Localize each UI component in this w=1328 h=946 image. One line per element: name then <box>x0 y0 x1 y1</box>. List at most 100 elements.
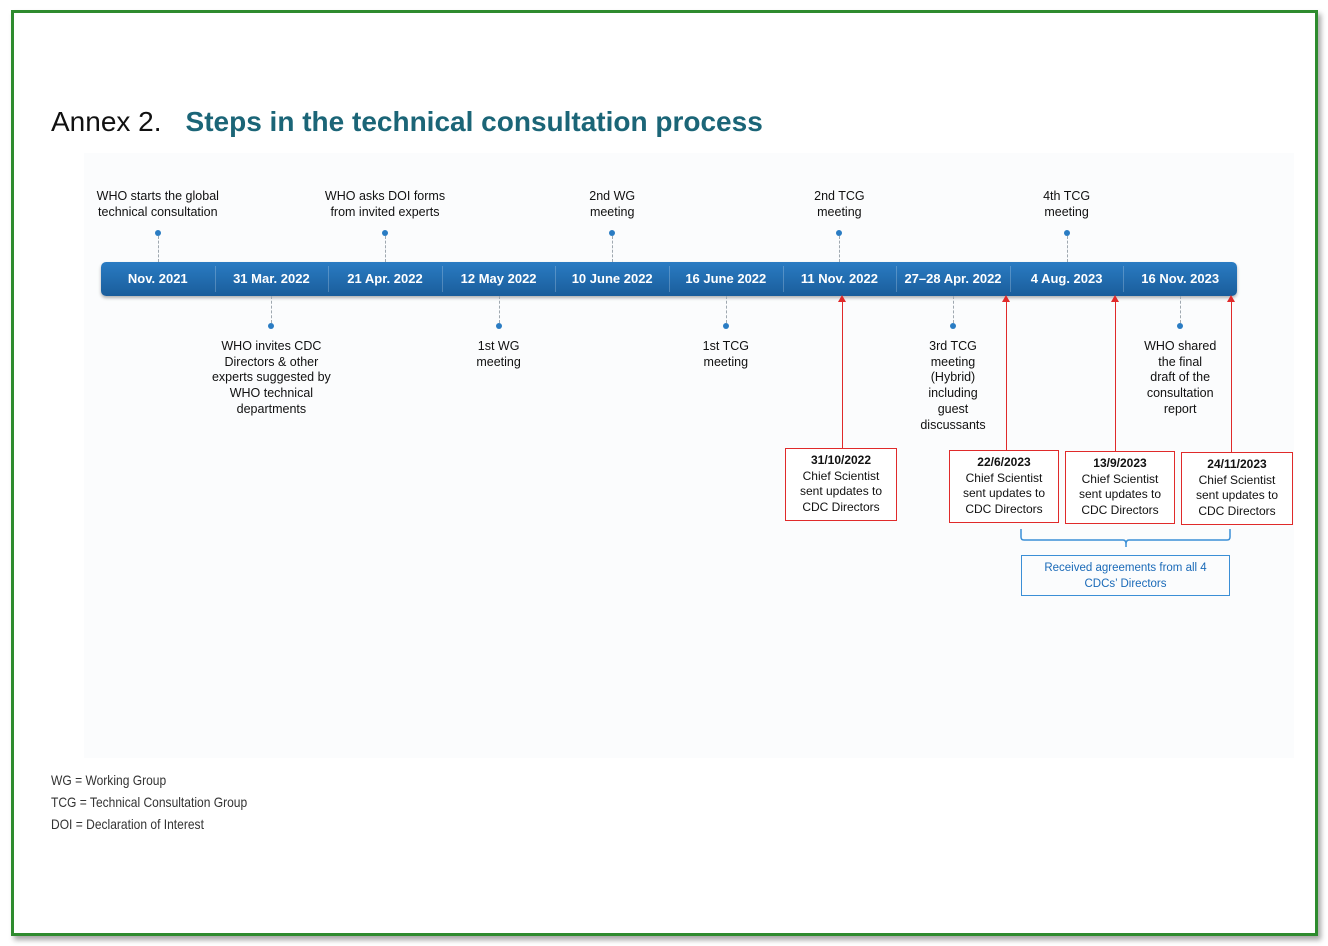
agreement-line-2: CDCs’ Directors <box>1084 578 1167 590</box>
update-line: sent updates to <box>1195 488 1279 502</box>
timeline-segment: 10 June 2022 <box>571 271 653 286</box>
timeline-segment: 27–28 Apr. 2022 <box>904 271 1002 286</box>
update-arrow-head <box>1111 295 1119 302</box>
event-line: technical consultation <box>98 204 218 219</box>
event-line: consultation <box>1146 386 1214 401</box>
update-line: CDC Directors <box>1081 502 1159 517</box>
abbreviation-notes: WG = Working Group TCG = Technical Consu… <box>51 769 247 835</box>
timeline-segment: 21 Apr. 2022 <box>347 271 423 286</box>
event-connector <box>498 296 500 323</box>
update-date: 13/9/2023 <box>1093 456 1147 470</box>
event-connector <box>612 236 614 262</box>
event-line: departments <box>236 401 307 416</box>
update-line: sent updates to <box>799 484 883 498</box>
timeline-segment: 11 Nov. 2022 <box>800 271 878 286</box>
update-date: 24/11/2023 <box>1207 457 1267 471</box>
event-line: experts suggested by <box>211 370 331 385</box>
agreement-box: Received agreements from all 4 CDCs’ Dir… <box>1021 555 1230 596</box>
update-line: Chief Scientist <box>1198 472 1276 487</box>
update-connector <box>1231 300 1232 452</box>
event-line: meeting <box>817 204 862 219</box>
event-marker <box>836 230 843 236</box>
update-date: 22/6/2023 <box>977 455 1031 469</box>
event-line: meeting <box>703 354 749 369</box>
event-connector <box>1180 296 1182 323</box>
event-line: from invited experts <box>330 204 440 219</box>
event-line: 4th TCG <box>1043 189 1091 203</box>
segment-divider <box>555 266 557 292</box>
segment-divider <box>328 266 330 292</box>
update-line: CDC Directors <box>1198 503 1276 518</box>
event-line: including <box>928 386 978 401</box>
update-connector <box>1006 300 1007 450</box>
segment-divider <box>1009 266 1011 292</box>
annex-heading: Annex 2.Steps in the technical consultat… <box>51 106 763 138</box>
update-connector <box>1115 300 1116 451</box>
event-line: meeting <box>1044 204 1089 219</box>
event-connector <box>839 236 841 262</box>
event-line: WHO technical <box>229 386 314 401</box>
event-line: meeting <box>589 204 635 219</box>
event-marker <box>1063 230 1070 236</box>
timeline-segment: Nov. 2021 <box>127 271 188 286</box>
event-marker <box>154 230 161 236</box>
segment-divider <box>782 266 784 292</box>
update-line: CDC Directors <box>965 501 1043 516</box>
note-tcg: TCG = Technical Consultation Group <box>51 794 248 810</box>
update-date: 31/10/2022 <box>810 453 872 467</box>
event-line: (Hybrid) <box>930 370 976 385</box>
event-line: 3rd TCG <box>929 339 977 353</box>
event-line: guest <box>937 401 969 416</box>
event-connector <box>385 236 386 262</box>
event-line: 1st TCG <box>702 339 749 353</box>
event-marker <box>722 323 729 329</box>
segment-divider <box>896 266 898 292</box>
annex-label: Annex 2. <box>51 106 162 137</box>
event-line: 1st WG <box>477 339 520 353</box>
event-line: WHO asks DOI forms <box>324 189 446 203</box>
update-line: Chief Scientist <box>965 470 1043 485</box>
update-arrow-head <box>1227 295 1235 302</box>
update-arrow-head <box>838 295 846 302</box>
event-line: the final <box>1158 354 1203 369</box>
event-line: Directors & other <box>224 354 319 369</box>
event-marker <box>382 230 388 236</box>
update-line: sent updates to <box>962 486 1046 500</box>
event-marker <box>609 230 616 236</box>
event-line: WHO shared <box>1144 339 1217 353</box>
event-marker <box>495 323 502 329</box>
update-line: sent updates to <box>1078 487 1162 501</box>
event-line: WHO invites CDC <box>221 339 322 353</box>
update-connector <box>842 300 843 448</box>
segment-divider <box>441 266 443 292</box>
timeline-segment: 4 Aug. 2023 <box>1030 271 1103 286</box>
event-line: 2nd WG <box>589 189 636 203</box>
event-line: 2nd TCG <box>814 189 865 203</box>
timeline-segment: 12 May 2022 <box>460 271 537 286</box>
event-connector <box>271 296 273 323</box>
timeline-segment: 16 Nov. 2023 <box>1141 271 1220 286</box>
segment-divider <box>669 266 670 292</box>
note-wg: WG = Working Group <box>51 772 167 788</box>
event-line: meeting <box>476 354 521 369</box>
update-arrow-head <box>1002 295 1010 302</box>
event-marker <box>268 323 275 329</box>
event-marker <box>1177 323 1184 329</box>
event-marker <box>950 323 956 329</box>
update-line: Chief Scientist <box>1081 471 1159 486</box>
event-line: discussants <box>920 417 986 432</box>
